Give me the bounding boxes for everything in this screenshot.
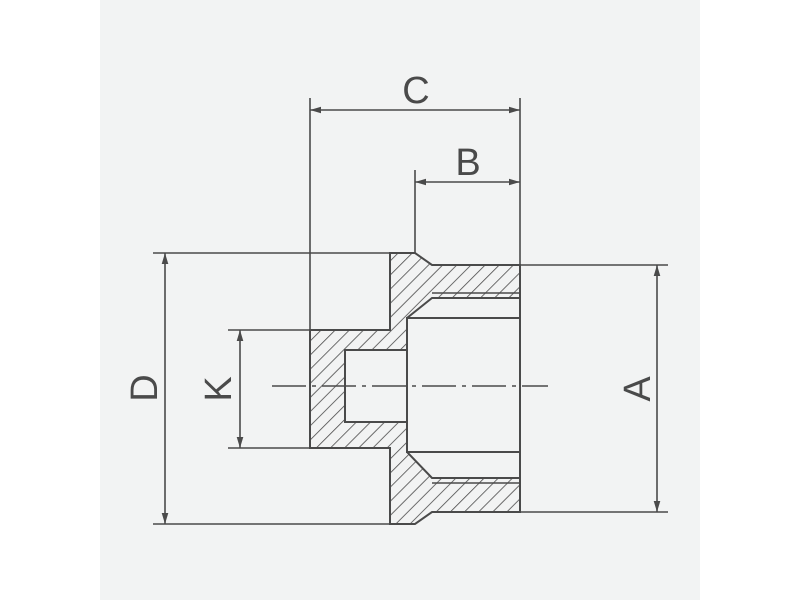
label-d: D	[124, 374, 166, 401]
inner-bore	[406, 317, 521, 453]
label-b: B	[455, 142, 480, 184]
label-k: K	[198, 376, 240, 401]
label-a: A	[617, 376, 659, 402]
label-c: C	[402, 70, 429, 112]
